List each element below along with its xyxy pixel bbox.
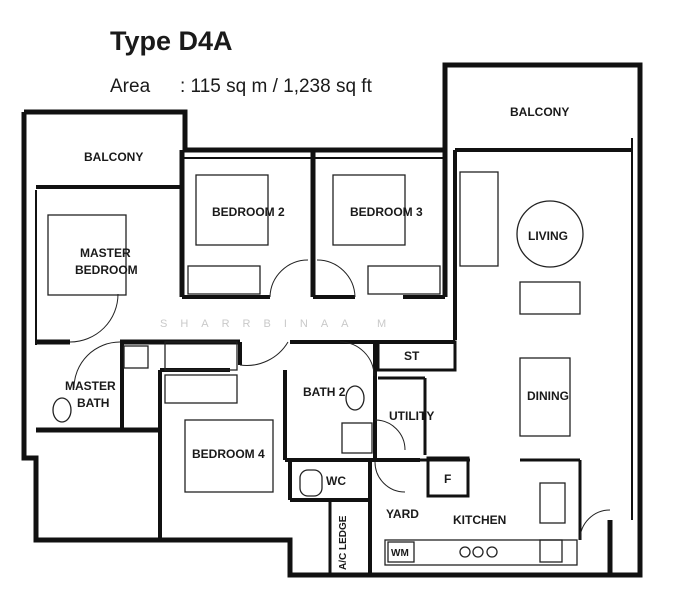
area-value: : 115 sq m / 1,238 sq ft (180, 76, 373, 97)
bed-br4 (184, 419, 274, 493)
label-master-bedroom-1: MASTER (80, 246, 131, 260)
shower-mbath (123, 345, 149, 369)
wardrobe-master (164, 341, 238, 371)
sofa (459, 171, 499, 267)
wardrobe-br3 (367, 265, 441, 295)
door-br4 (239, 341, 289, 366)
outer-wall-right (610, 120, 643, 578)
label-wc: WC (326, 474, 346, 488)
stove-burner-2 (472, 546, 484, 558)
label-dining: DINING (527, 389, 569, 403)
label-master-bedroom-2: BEDROOM (75, 263, 138, 277)
label-bedroom3: BEDROOM 3 (350, 205, 423, 219)
tv-console (519, 281, 581, 315)
door-br3 (316, 259, 356, 298)
door-master (69, 293, 119, 343)
label-f: F (444, 472, 451, 486)
label-living: LIVING (528, 229, 568, 243)
coffee-table (516, 200, 584, 268)
st-box (376, 340, 457, 372)
fridge-box (426, 456, 470, 498)
watermark: SHARRBINAA M (160, 318, 399, 330)
dining-table (519, 357, 571, 437)
label-bedroom4: BEDROOM 4 (192, 447, 265, 461)
door-kitchen (579, 509, 611, 541)
door-yard (374, 461, 406, 493)
furniture (47, 171, 584, 566)
sink-unit (539, 539, 563, 563)
label-utility: UTILITY (389, 409, 434, 423)
label-bath2: BATH 2 (303, 385, 346, 399)
bath2-toilet (345, 385, 365, 411)
stove-burner-1 (459, 546, 471, 558)
label-st: ST (404, 349, 420, 363)
outer-wall (21, 112, 613, 578)
sink (539, 482, 566, 524)
wm-box (387, 541, 415, 563)
wc-toilet (299, 469, 323, 497)
door-bath2 (339, 341, 375, 377)
door-mbath (73, 341, 121, 389)
mbath-toilet (52, 397, 72, 423)
label-wm: WM (391, 548, 409, 559)
room-labels: BALCONY BALCONY BEDROOM 2 BEDROOM 3 LIVI… (65, 105, 569, 570)
label-balcony-right: BALCONY (510, 105, 569, 119)
bed-master (47, 214, 127, 296)
bed-br2 (195, 174, 269, 246)
shower-bath2 (341, 422, 373, 454)
wardrobe-br2 (187, 265, 261, 295)
doors (69, 259, 611, 541)
door-br2 (269, 259, 309, 298)
door-utility (374, 419, 406, 451)
stove-burner-3 (486, 546, 498, 558)
kitchen-counter (384, 539, 578, 566)
plan-title: Type D4A (110, 26, 233, 56)
bed-br3 (332, 174, 406, 246)
wardrobe-br4 (164, 374, 238, 404)
label-master-bath-1: MASTER (65, 379, 116, 393)
area-label: Area (110, 76, 151, 97)
label-balcony-left: BALCONY (84, 150, 143, 164)
label-bedroom2: BEDROOM 2 (212, 205, 285, 219)
label-yard: YARD (386, 507, 419, 521)
label-ac-ledge: A/C LEDGE (338, 515, 349, 570)
label-kitchen: KITCHEN (453, 513, 506, 527)
label-master-bath-2: BATH (77, 396, 109, 410)
